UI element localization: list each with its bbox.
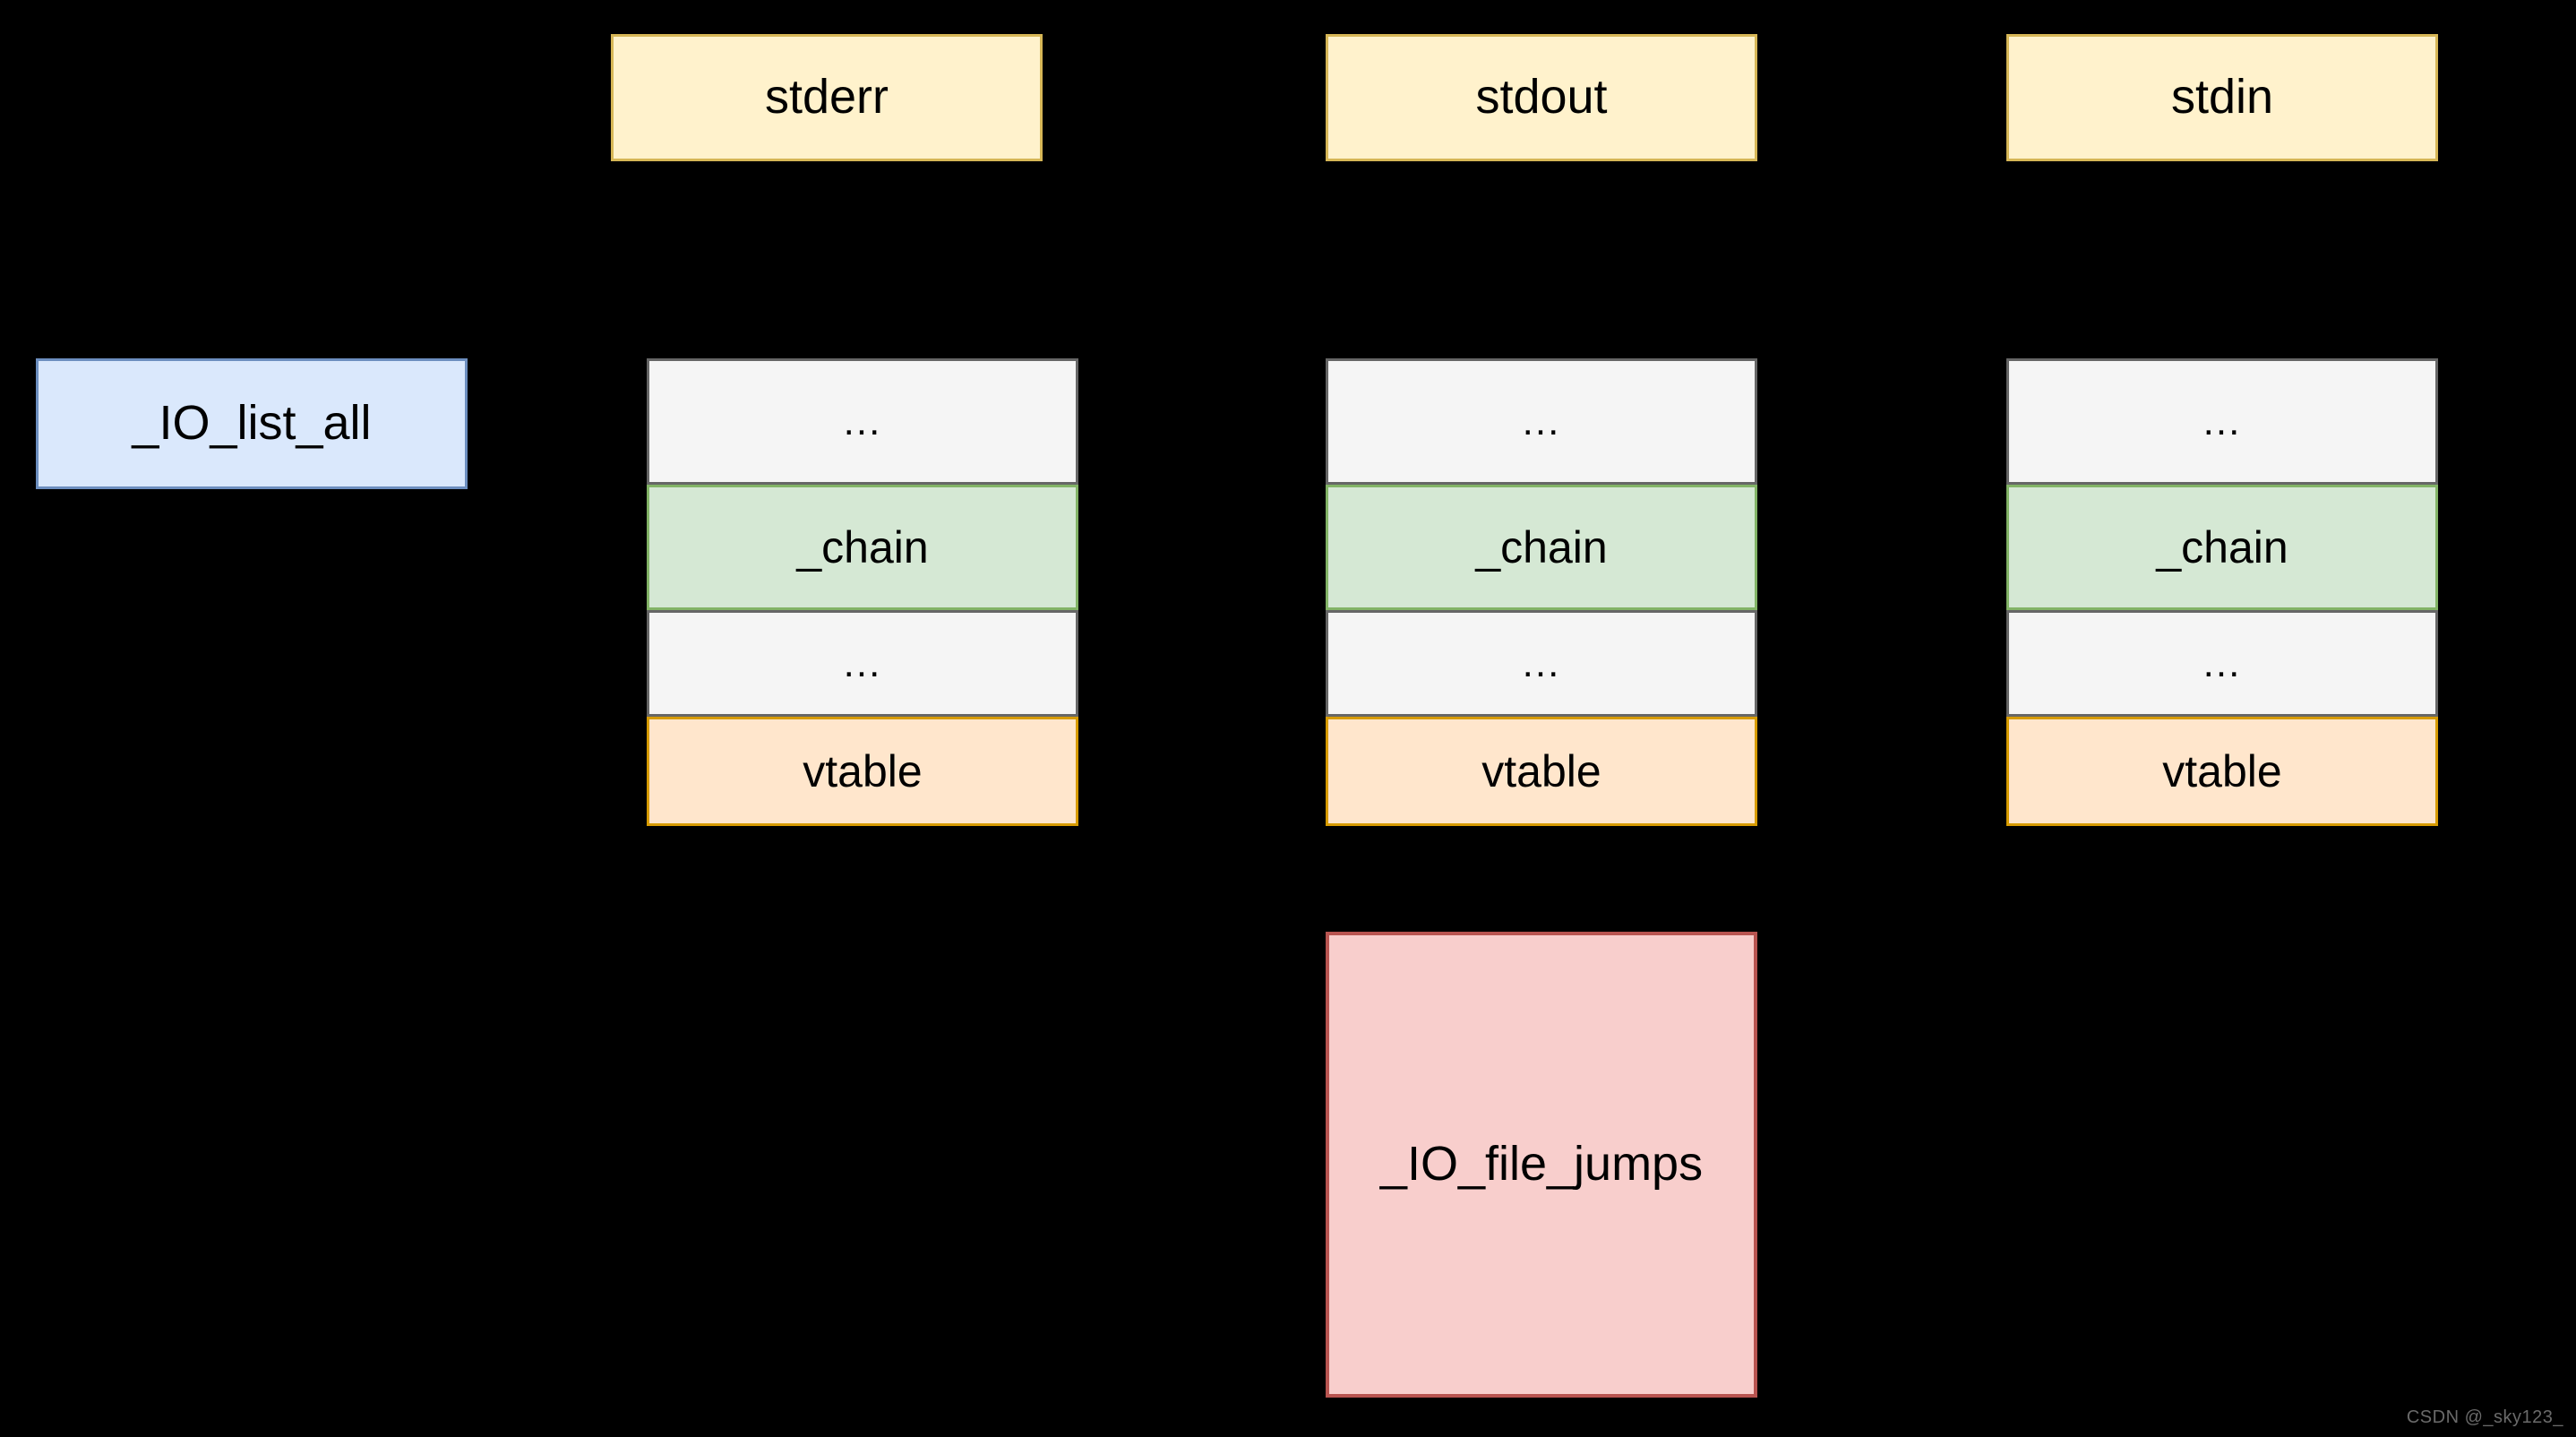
watermark: CSDN @_sky123_ [2406, 1407, 2563, 1427]
struct-row-label: vtable [803, 746, 923, 796]
struct-row-label: ... [1522, 641, 1561, 685]
stream-header-stderr: stderr [611, 34, 1043, 161]
struct-row-ellipsis: ... [1326, 358, 1757, 485]
struct-row-vtable: vtable [647, 717, 1078, 826]
struct-row-label: ... [843, 399, 882, 443]
struct-row-ellipsis: ... [2006, 358, 2438, 485]
struct-row-label: ... [1522, 399, 1561, 443]
struct-row-label: ... [843, 641, 882, 685]
stream-header-stdin: stdin [2006, 34, 2438, 161]
struct-row-label: _chain [796, 522, 929, 572]
io-file-jumps-label: _IO_file_jumps [1379, 1137, 1704, 1192]
struct-row-chain: _chain [647, 485, 1078, 610]
stream-header-label: stdout [1475, 70, 1608, 125]
struct-row-vtable: vtable [2006, 717, 2438, 826]
struct-row-label: ... [2202, 641, 2242, 685]
struct-row-chain: _chain [2006, 485, 2438, 610]
file-struct-stdin: ... _chain ... vtable [2006, 358, 2438, 826]
struct-row-label: _chain [2156, 522, 2288, 572]
struct-row-label: _chain [1475, 522, 1608, 572]
stream-header-label: stdin [2170, 70, 2274, 125]
struct-row-ellipsis: ... [647, 358, 1078, 485]
file-struct-stderr: ... _chain ... vtable [647, 358, 1078, 826]
io-list-all-box: _IO_list_all [36, 358, 468, 489]
struct-row-vtable: vtable [1326, 717, 1757, 826]
struct-row-label: ... [2202, 399, 2242, 443]
struct-row-label: vtable [1481, 746, 1601, 796]
io-file-jumps-box: _IO_file_jumps [1326, 932, 1757, 1398]
file-struct-stdout: ... _chain ... vtable [1326, 358, 1757, 826]
stream-header-stdout: stdout [1326, 34, 1757, 161]
io-list-all-label: _IO_list_all [132, 396, 372, 451]
stream-header-label: stderr [764, 70, 889, 125]
struct-row-ellipsis: ... [647, 610, 1078, 717]
struct-row-ellipsis: ... [2006, 610, 2438, 717]
struct-row-chain: _chain [1326, 485, 1757, 610]
struct-row-label: vtable [2162, 746, 2282, 796]
struct-row-ellipsis: ... [1326, 610, 1757, 717]
